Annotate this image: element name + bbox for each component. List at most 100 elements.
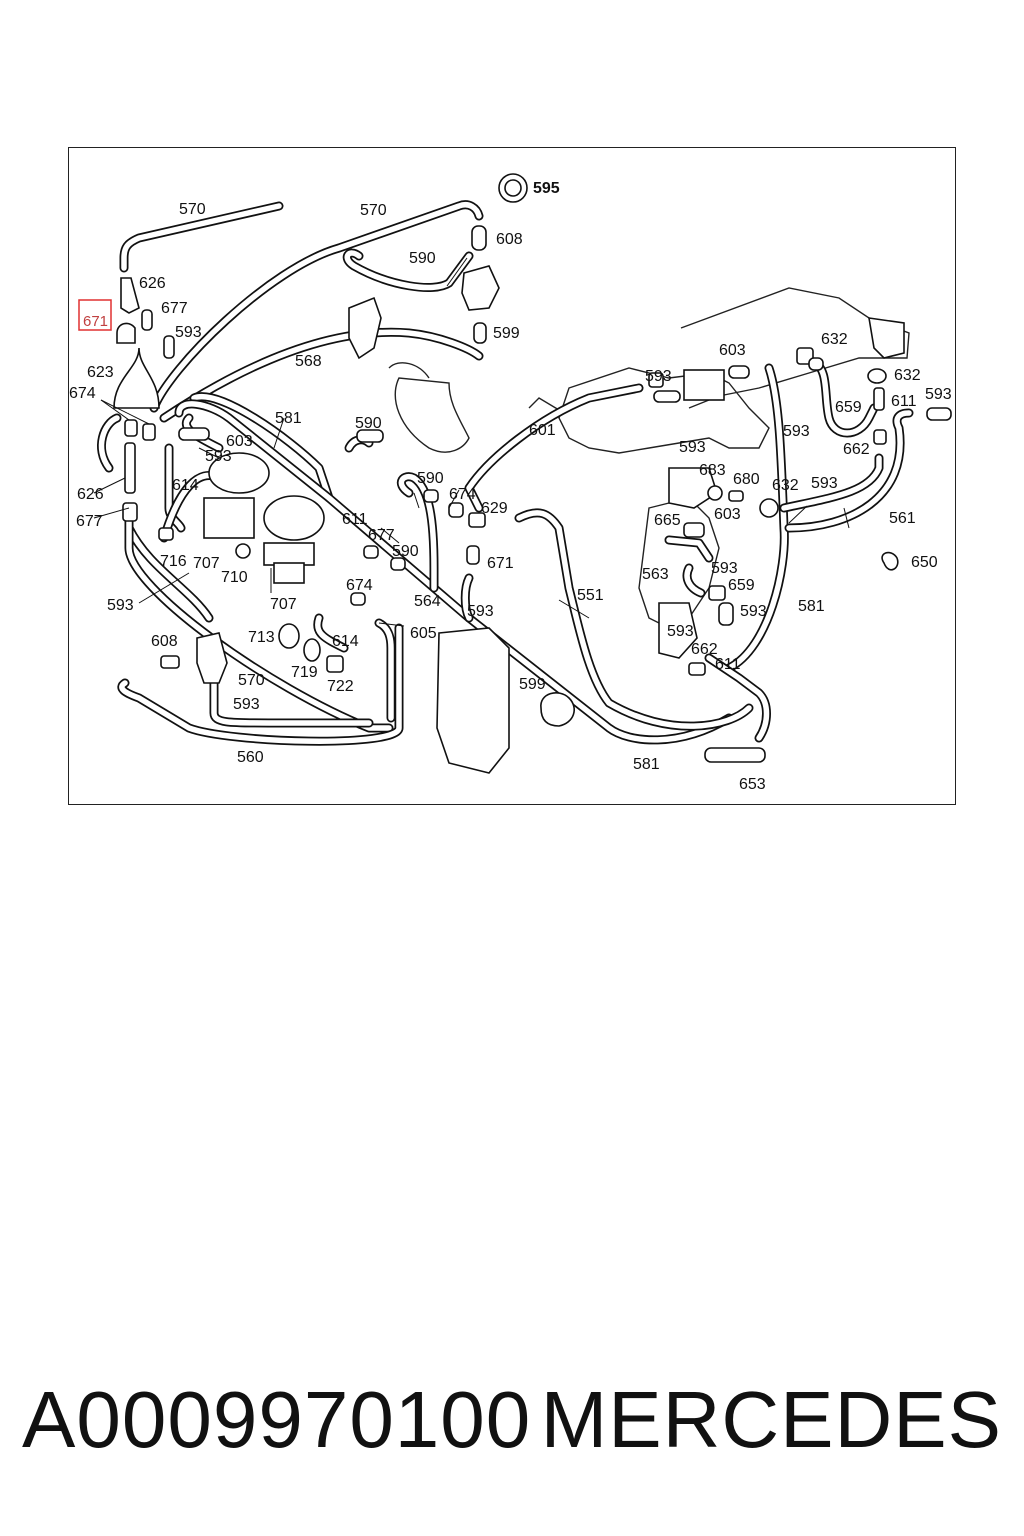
label-599: 599 <box>493 325 520 342</box>
label-713: 713 <box>248 629 275 646</box>
label-716: 716 <box>160 553 187 570</box>
valve-680 <box>668 467 718 509</box>
label-590: 590 <box>355 415 382 432</box>
label-665: 665 <box>654 512 681 529</box>
label-611: 611 <box>715 656 741 673</box>
label-623: 623 <box>87 364 114 381</box>
label-593: 593 <box>233 696 260 713</box>
valve-603-right <box>683 369 725 401</box>
label-632: 632 <box>894 367 921 384</box>
label-719: 719 <box>291 664 318 681</box>
label-707: 707 <box>270 596 297 613</box>
label-570: 570 <box>360 202 387 219</box>
label-611: 611 <box>342 511 368 528</box>
label-707: 707 <box>193 555 220 572</box>
label-671: 671 <box>487 555 514 572</box>
valve-608 <box>471 225 487 251</box>
label-632: 632 <box>821 331 848 348</box>
label-581: 581 <box>633 756 660 773</box>
label-568: 568 <box>295 353 322 370</box>
label-680: 680 <box>733 471 760 488</box>
leader-lines <box>93 257 850 627</box>
footer: A0009970100 MERCEDES <box>0 1370 1024 1470</box>
label-677: 677 <box>161 300 188 317</box>
label-662: 662 <box>691 641 718 658</box>
label-626: 626 <box>139 275 166 292</box>
label-608: 608 <box>496 231 523 248</box>
label-595: 595 <box>533 180 560 197</box>
label-551: 551 <box>577 587 604 604</box>
valve-left-top <box>348 296 382 360</box>
vacuum-line-diagram: 671 570 570 595 608 590 626 677 593 599 … <box>68 147 956 805</box>
label-593: 593 <box>467 603 494 620</box>
label-593: 593 <box>107 597 134 614</box>
clip-650 <box>881 551 899 571</box>
brake-booster <box>436 627 510 774</box>
label-608: 608 <box>151 633 178 650</box>
label-581: 581 <box>275 410 302 427</box>
label-653: 653 <box>739 776 766 793</box>
label-659: 659 <box>835 399 862 416</box>
reservoir-623 <box>113 347 160 409</box>
label-674: 674 <box>346 577 373 594</box>
label-593: 593 <box>925 386 952 403</box>
label-629: 629 <box>481 500 508 517</box>
pressure-transducer <box>203 497 255 539</box>
label-590: 590 <box>392 543 419 560</box>
ring-713 <box>278 623 300 649</box>
label-599: 599 <box>519 676 546 693</box>
label-605: 605 <box>410 625 437 642</box>
label-593: 593 <box>740 603 767 620</box>
label-677: 677 <box>76 513 103 530</box>
label-674: 674 <box>449 486 476 503</box>
label-611: 611 <box>891 393 917 410</box>
label-593: 593 <box>645 368 672 385</box>
label-560: 560 <box>237 749 264 766</box>
label-614: 614 <box>172 477 199 494</box>
vacuum-unit-603 <box>208 452 270 494</box>
diaphragm-unit <box>263 495 325 541</box>
label-601: 601 <box>529 422 556 439</box>
label-603: 603 <box>719 342 746 359</box>
label-593: 593 <box>679 439 706 456</box>
label-581: 581 <box>798 598 825 615</box>
label-563: 563 <box>642 566 669 583</box>
valve-632 <box>868 317 905 359</box>
label-632: 632 <box>772 477 799 494</box>
valve-608-lower <box>196 632 228 684</box>
hoses <box>97 200 914 746</box>
label-659: 659 <box>728 577 755 594</box>
label-674: 674 <box>69 385 96 402</box>
label-561: 561 <box>889 510 916 527</box>
label-683: 683 <box>699 462 726 479</box>
parts <box>113 173 952 774</box>
nut-722 <box>326 655 344 673</box>
tube-653 <box>704 747 766 763</box>
valve-662 <box>658 602 698 659</box>
diagram-drawing: 671 570 570 595 608 590 626 677 593 599 … <box>69 173 952 793</box>
label-710: 710 <box>221 569 248 586</box>
label-593: 593 <box>783 423 810 440</box>
label-626: 626 <box>77 486 104 503</box>
labels: 570 570 595 608 590 626 677 593 599 568 … <box>69 180 952 793</box>
label-570: 570 <box>238 672 265 689</box>
label-593: 593 <box>711 560 738 577</box>
part-number: A0009970100 <box>22 1375 532 1464</box>
label-650: 650 <box>911 554 938 571</box>
label-570: 570 <box>179 201 206 218</box>
label-564: 564 <box>414 593 441 610</box>
label-593: 593 <box>205 448 232 465</box>
label-593: 593 <box>175 324 202 341</box>
label-603: 603 <box>714 506 741 523</box>
filter-599 <box>540 692 575 727</box>
highlighted-label-671: 671 <box>83 313 108 330</box>
label-590: 590 <box>417 470 444 487</box>
valve-671 <box>116 322 136 344</box>
label-722: 722 <box>327 678 354 695</box>
label-590: 590 <box>409 250 436 267</box>
label-662: 662 <box>843 441 870 458</box>
brand-name: MERCEDES <box>540 1375 1002 1464</box>
label-593: 593 <box>811 475 838 492</box>
label-593: 593 <box>667 623 694 640</box>
switchover-valve-top <box>461 265 500 311</box>
